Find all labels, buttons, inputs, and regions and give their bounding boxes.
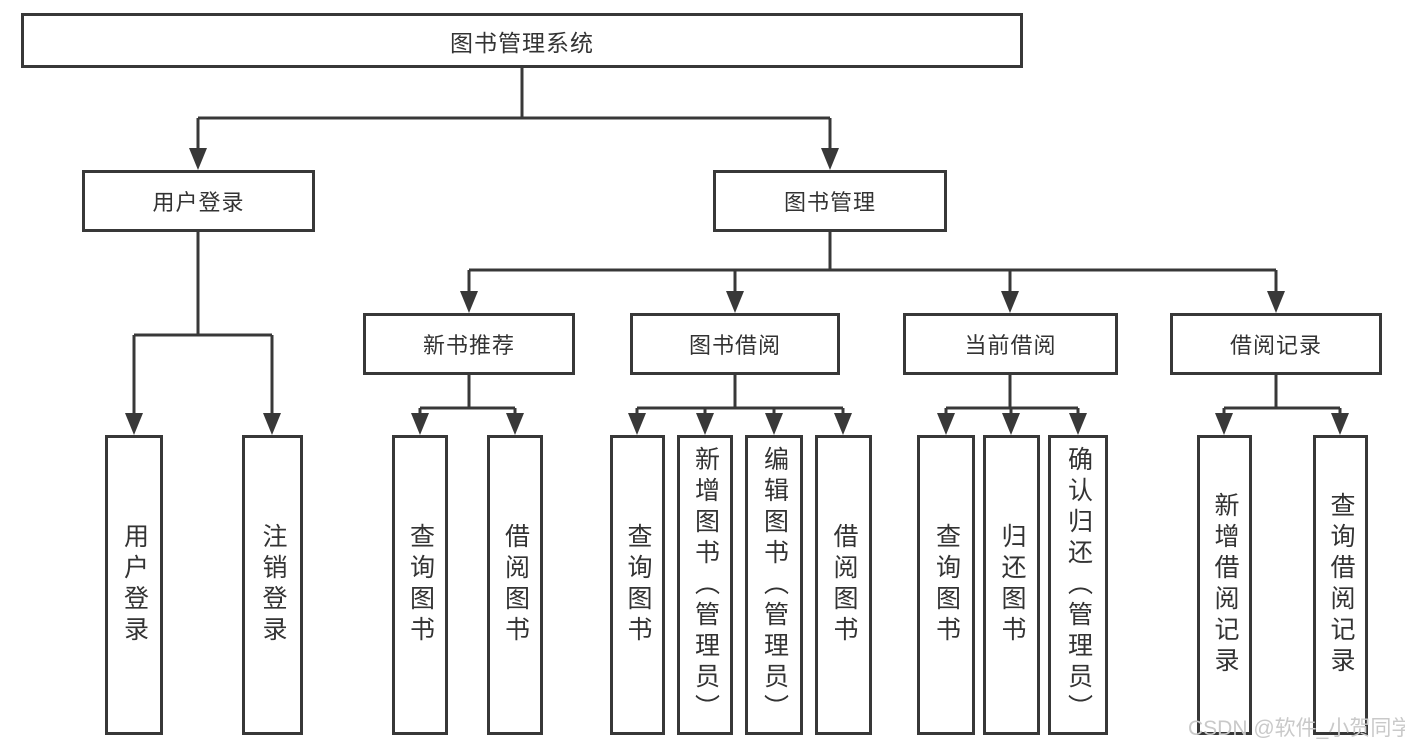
leaf-recommend-query-books: 查询图书 (392, 435, 448, 735)
leaf-borrow-borrow-books: 借阅图书 (815, 435, 872, 735)
leaf-records-query-record: 查询借阅记录 (1313, 435, 1368, 735)
node-user-login: 用户登录 (82, 170, 315, 232)
arrowheads (125, 148, 1349, 435)
node-book-management: 图书管理 (713, 170, 947, 232)
leaf-user-login: 用户登录 (105, 435, 163, 735)
leaf-current-query-books: 查询图书 (917, 435, 975, 735)
node-root: 图书管理系统 (21, 13, 1023, 68)
leaf-logout: 注销登录 (242, 435, 303, 735)
leaf-borrow-query-books: 查询图书 (610, 435, 665, 735)
leaf-current-confirm-return-admin: 确认归还（管理员） (1048, 435, 1108, 735)
node-borrow-records: 借阅记录 (1170, 313, 1382, 375)
leaf-current-return-books: 归还图书 (983, 435, 1040, 735)
leaf-borrow-add-books-admin: 新增图书（管理员） (677, 435, 733, 735)
node-book-borrow: 图书借阅 (630, 313, 840, 375)
leaf-borrow-edit-books-admin: 编辑图书（管理员） (745, 435, 803, 735)
leaf-records-add-record: 新增借阅记录 (1197, 435, 1252, 735)
node-new-book-recommend: 新书推荐 (363, 313, 575, 375)
node-current-borrow: 当前借阅 (903, 313, 1118, 375)
leaf-recommend-borrow-books: 借阅图书 (487, 435, 543, 735)
